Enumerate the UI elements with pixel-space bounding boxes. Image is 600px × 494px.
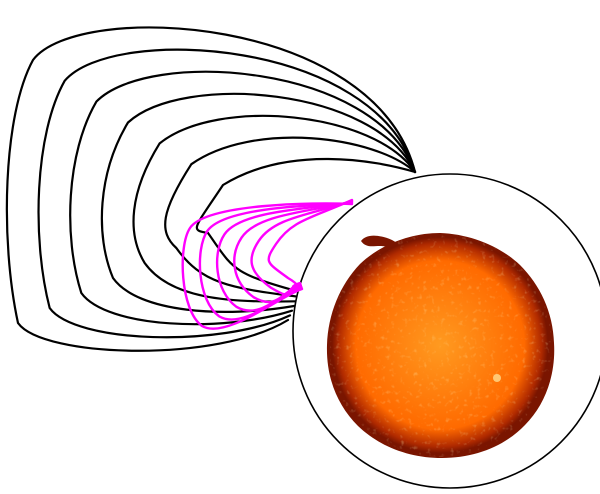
sun-image: [327, 233, 554, 458]
sun-bright-spot: [493, 374, 501, 382]
sun-granulation: [330, 235, 552, 457]
